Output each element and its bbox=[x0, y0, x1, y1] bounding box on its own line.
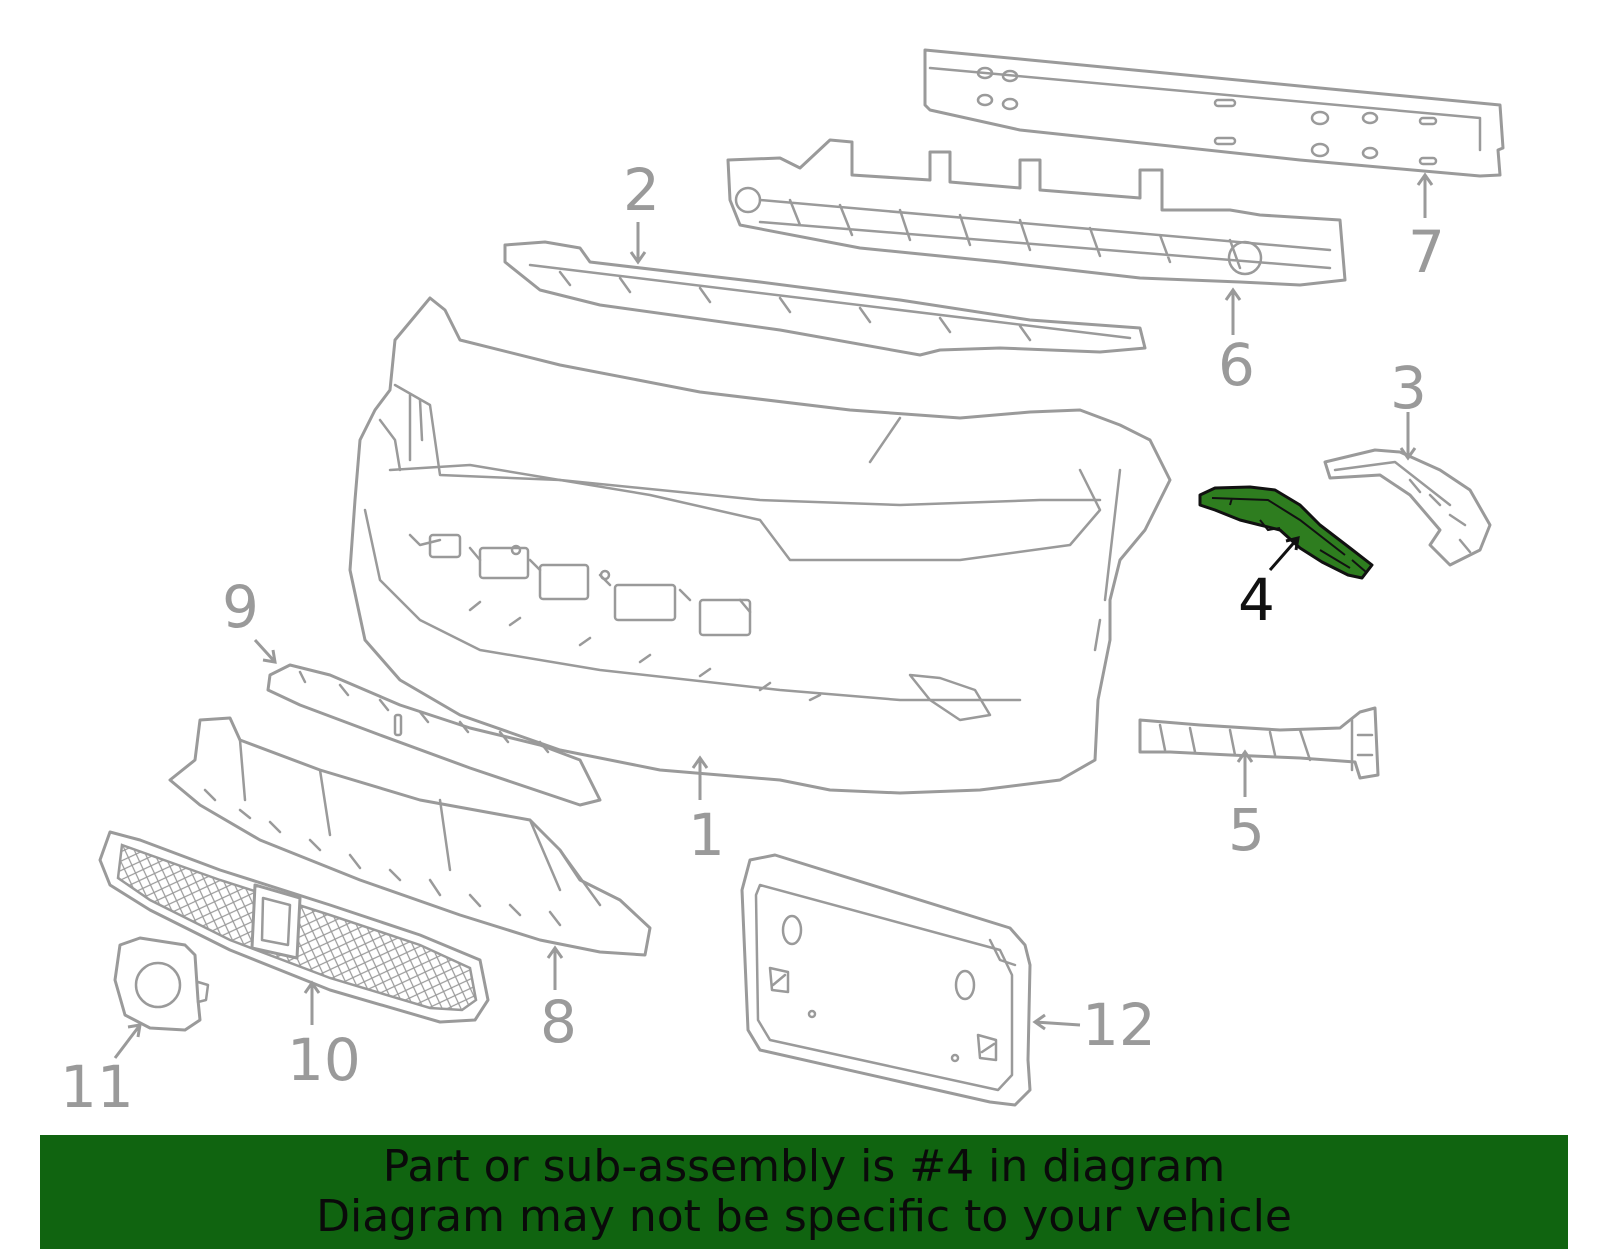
leader-10 bbox=[303, 980, 321, 1025]
callout-3: 3 bbox=[1390, 354, 1427, 422]
callout-10: 10 bbox=[287, 1026, 361, 1094]
callout-5: 5 bbox=[1228, 796, 1265, 864]
callout-11: 11 bbox=[60, 1053, 134, 1121]
part-5-lower-bracket bbox=[1138, 706, 1380, 780]
part-12-license-plate-bracket bbox=[740, 853, 1032, 1107]
leader-2 bbox=[629, 222, 647, 265]
banner-line-1: Part or sub-assembly is #4 in diagram bbox=[382, 1141, 1226, 1192]
part-4-highlighted-bracket bbox=[1198, 485, 1374, 580]
part-11-cover bbox=[113, 936, 210, 1032]
callout-9: 9 bbox=[222, 573, 259, 641]
part-6-energy-absorber bbox=[726, 138, 1347, 287]
callout-leaders bbox=[113, 172, 1434, 1059]
part-9-lower-strip bbox=[266, 663, 602, 807]
info-banner: Part or sub-assembly is #4 in diagram Di… bbox=[40, 1135, 1568, 1249]
leader-7 bbox=[1416, 172, 1434, 218]
leader-4 bbox=[1268, 535, 1300, 571]
callout-6: 6 bbox=[1218, 331, 1255, 399]
leader-8 bbox=[546, 945, 564, 990]
part-2-upper-support bbox=[503, 240, 1147, 357]
leader-9 bbox=[253, 638, 277, 664]
leader-6 bbox=[1224, 287, 1242, 335]
callout-numbers: 1 2 3 4 5 6 7 8 9 10 11 12 bbox=[60, 156, 1445, 1121]
callout-4: 4 bbox=[1238, 566, 1275, 634]
callout-12: 12 bbox=[1082, 991, 1156, 1059]
part-7-reinforcement-bar bbox=[923, 48, 1505, 178]
part-3-side-bracket bbox=[1323, 448, 1492, 567]
part-1-front-fascia bbox=[348, 296, 1172, 795]
leader-1 bbox=[691, 755, 709, 800]
leader-12 bbox=[1032, 1013, 1081, 1031]
leader-3 bbox=[1399, 412, 1417, 461]
banner-line-2: Diagram may not be specific to your vehi… bbox=[316, 1191, 1292, 1242]
leader-11 bbox=[113, 1023, 142, 1059]
callout-1: 1 bbox=[688, 801, 725, 869]
callout-2: 2 bbox=[623, 156, 660, 224]
callout-8: 8 bbox=[540, 988, 577, 1056]
part-10-grille bbox=[98, 830, 490, 1024]
callout-7: 7 bbox=[1408, 218, 1445, 286]
part-8-lower-grille-frame bbox=[168, 716, 652, 957]
leader-5 bbox=[1236, 749, 1254, 797]
